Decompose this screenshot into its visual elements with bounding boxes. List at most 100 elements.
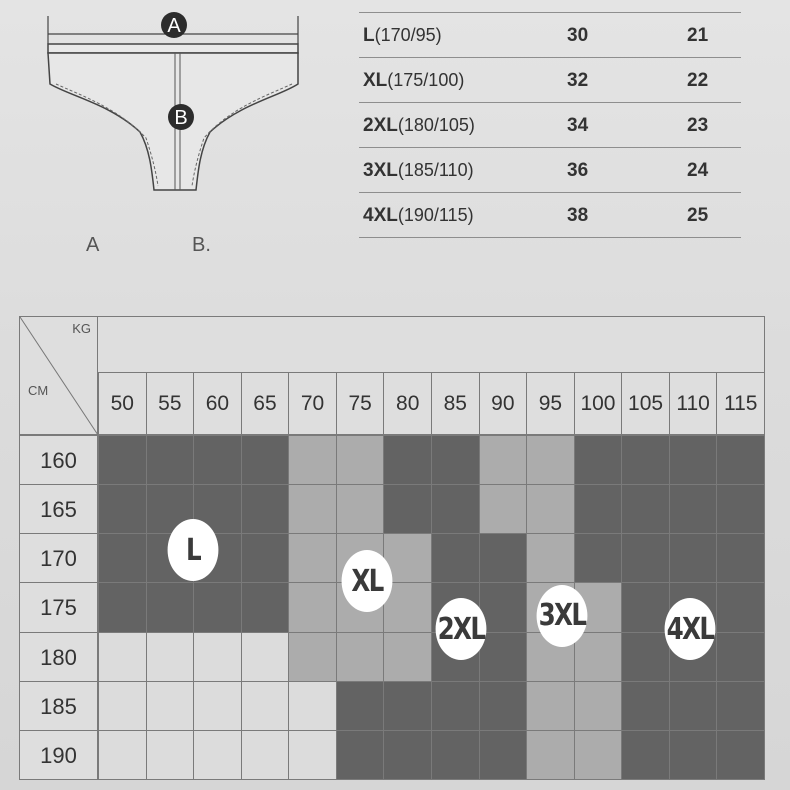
measure-b: 24 bbox=[687, 160, 709, 181]
size-cell bbox=[716, 533, 765, 584]
size-cell bbox=[383, 435, 432, 486]
size-cell bbox=[478, 582, 528, 633]
size-cell bbox=[431, 680, 480, 731]
size-cell bbox=[621, 582, 670, 633]
size-cell bbox=[431, 484, 480, 535]
briefs-diagram: A B bbox=[47, 12, 299, 191]
size-cell bbox=[573, 729, 623, 780]
measure-a: 38 bbox=[567, 205, 589, 226]
size-code: 3XL bbox=[363, 160, 398, 181]
size-label: 2XL(180/105) bbox=[363, 115, 475, 137]
size-cell bbox=[478, 484, 528, 535]
height-header: 165 bbox=[20, 484, 98, 534]
weight-header: 65 bbox=[240, 373, 289, 435]
size-cell bbox=[621, 533, 670, 584]
weight-header: 80 bbox=[383, 373, 431, 435]
height-unit-label: CM bbox=[28, 383, 49, 398]
size-cell bbox=[478, 631, 528, 682]
label-a: A bbox=[86, 234, 100, 256]
marker-b bbox=[168, 104, 194, 130]
size-cell bbox=[240, 435, 290, 486]
size-cell bbox=[526, 533, 575, 584]
weight-header: 100 bbox=[573, 373, 622, 435]
size-cell bbox=[431, 435, 480, 486]
size-cell bbox=[145, 680, 195, 731]
size-cell bbox=[288, 435, 337, 486]
measure-b: 22 bbox=[687, 70, 709, 91]
size-cell bbox=[526, 729, 575, 780]
weight-header: 85 bbox=[431, 373, 479, 435]
size-cell bbox=[383, 729, 432, 780]
size-cell bbox=[98, 533, 147, 584]
weight-header: 95 bbox=[526, 373, 574, 435]
size-cell bbox=[716, 631, 765, 682]
size-cell bbox=[145, 631, 195, 682]
weight-header: 90 bbox=[478, 373, 527, 435]
size-cell bbox=[288, 680, 337, 731]
size-cell bbox=[240, 484, 290, 535]
size-cell bbox=[98, 484, 147, 535]
size-cell bbox=[526, 680, 575, 731]
size-cell bbox=[145, 435, 195, 486]
size-cell bbox=[431, 533, 480, 584]
size-cell bbox=[716, 680, 765, 731]
weight-unit-label: KG bbox=[72, 321, 91, 336]
size-spec: (180/105) bbox=[397, 115, 475, 135]
height-header: 190 bbox=[20, 729, 98, 779]
size-badge: 4XL bbox=[664, 598, 716, 661]
weight-header: 105 bbox=[621, 373, 669, 435]
measure-a: 32 bbox=[567, 70, 589, 91]
size-cell bbox=[716, 729, 765, 780]
size-cell bbox=[668, 484, 718, 535]
size-badge: XL bbox=[341, 550, 393, 613]
measure-b: 21 bbox=[687, 25, 709, 46]
size-cell bbox=[145, 582, 195, 633]
size-cell bbox=[621, 729, 670, 780]
measure-a: 30 bbox=[567, 25, 589, 46]
size-badge: 3XL bbox=[536, 584, 588, 647]
size-cell bbox=[240, 680, 290, 731]
size-spec: (170/95) bbox=[374, 25, 442, 45]
height-header: 160 bbox=[20, 435, 98, 485]
size-cell bbox=[240, 631, 290, 682]
height-header: 180 bbox=[20, 631, 98, 681]
measure-a: 34 bbox=[567, 115, 589, 136]
size-cell bbox=[98, 631, 147, 682]
weight-header: 115 bbox=[716, 373, 764, 435]
size-row: 2XL(180/105) 34 23 bbox=[359, 102, 741, 147]
height-header: 175 bbox=[20, 582, 98, 632]
waistband bbox=[47, 43, 299, 54]
size-cell bbox=[621, 435, 670, 486]
size-cell bbox=[716, 582, 765, 633]
size-cell bbox=[383, 631, 432, 682]
size-code: XL bbox=[363, 70, 388, 91]
size-cell bbox=[335, 435, 385, 486]
marker-b-text: B bbox=[174, 107, 187, 129]
size-cell bbox=[478, 533, 528, 584]
size-cell bbox=[335, 680, 385, 731]
size-cell bbox=[573, 631, 623, 682]
size-cell bbox=[478, 435, 528, 486]
marker-a-text: A bbox=[167, 15, 181, 37]
size-cell bbox=[193, 729, 242, 780]
size-cell bbox=[431, 729, 480, 780]
size-cell bbox=[288, 484, 337, 535]
measure-b: 25 bbox=[687, 205, 709, 226]
size-cell bbox=[240, 533, 290, 584]
size-cell bbox=[193, 435, 242, 486]
measure-b: 23 bbox=[687, 115, 709, 136]
weight-header: 75 bbox=[335, 373, 384, 435]
size-cell bbox=[193, 680, 242, 731]
size-code: 2XL bbox=[363, 115, 398, 136]
size-cell bbox=[526, 484, 575, 535]
weight-header: 60 bbox=[193, 373, 241, 435]
size-code: 4XL bbox=[363, 205, 398, 226]
size-cell bbox=[193, 582, 242, 633]
size-cell bbox=[335, 631, 385, 682]
size-cell bbox=[383, 484, 432, 535]
